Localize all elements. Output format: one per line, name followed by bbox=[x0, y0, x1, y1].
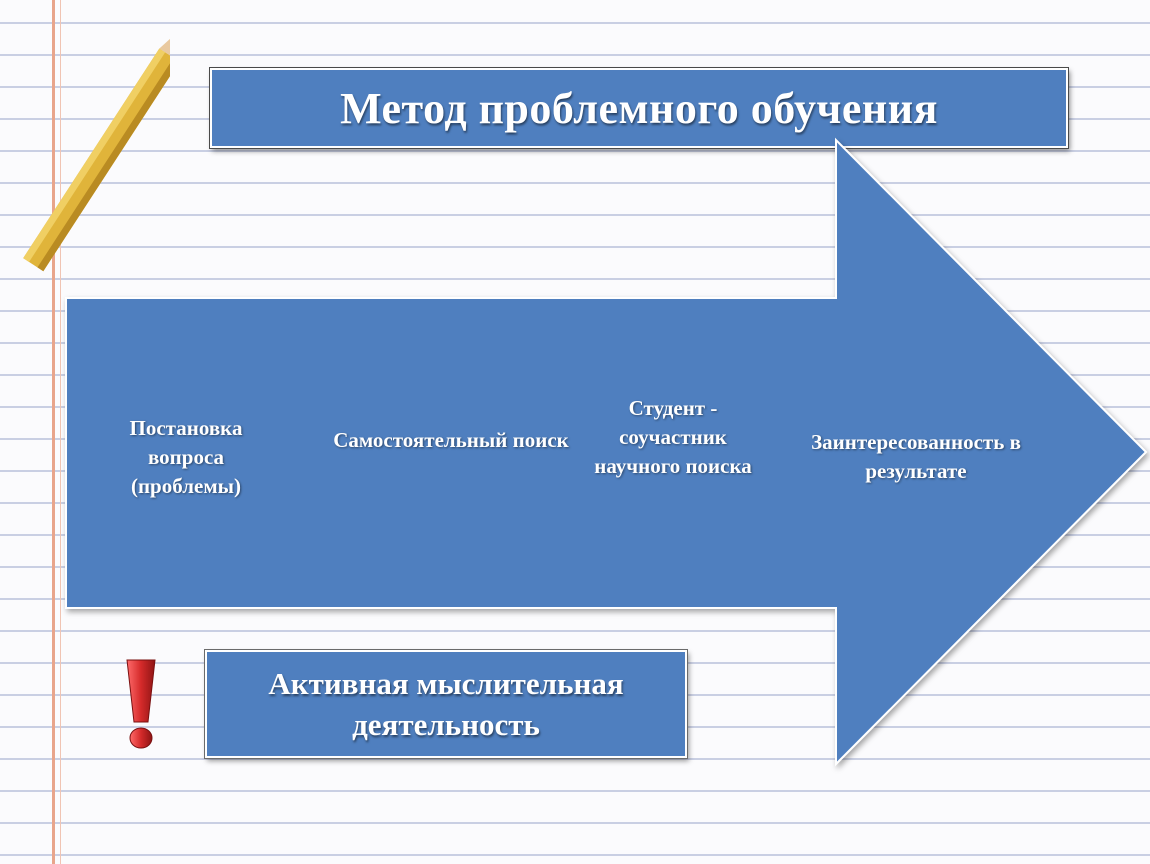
result-box: Активная мыслительная деятельность bbox=[205, 650, 687, 758]
notebook-margin-line-secondary bbox=[60, 0, 61, 864]
step-interest-in-result: Заинтересованность в результате bbox=[811, 430, 1021, 483]
title-box: Метод проблемного обучения bbox=[210, 68, 1068, 148]
step-problem-statement: Постановка вопроса (проблемы) bbox=[129, 416, 243, 498]
exclamation-icon bbox=[126, 659, 156, 749]
result-label: Активная мыслительная деятельность bbox=[268, 666, 624, 742]
notebook-margin-line bbox=[52, 0, 55, 864]
step-independent-search: Самостоятельный поиск bbox=[333, 428, 569, 452]
step-student-participant: Студент - соучастник научного поиска bbox=[594, 396, 752, 478]
pencil-icon bbox=[23, 30, 170, 272]
page-title: Метод проблемного обучения bbox=[340, 83, 938, 133]
